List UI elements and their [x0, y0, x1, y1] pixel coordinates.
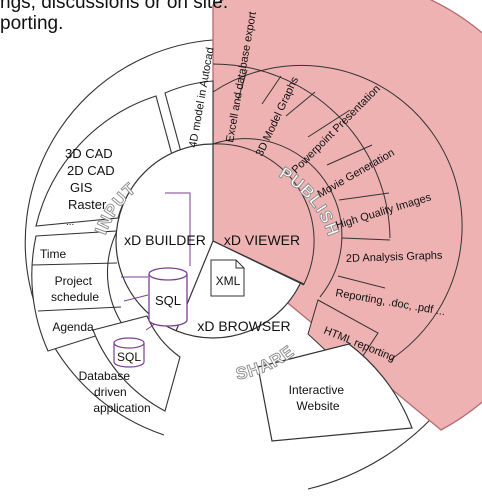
- viewer-quadrant: [212, 143, 315, 285]
- viewer-label: xD VIEWER: [224, 232, 300, 248]
- cad-list: 3D CAD 2D CAD GIS Raster ...: [65, 146, 118, 228]
- builder-label: xD BUILDER: [124, 232, 206, 248]
- cad-item-4: Raster: [68, 197, 107, 212]
- database-label: Database driven application: [79, 369, 151, 415]
- cad-item-5: ...: [66, 217, 74, 228]
- agenda-divider: [37, 306, 122, 312]
- publish-sector: [212, 0, 482, 431]
- cad-item-3: GIS: [70, 180, 93, 195]
- hub-line-right: [212, 240, 305, 286]
- browser-label: xD BROWSER: [197, 318, 290, 334]
- db-sql-label: SQL: [117, 350, 141, 364]
- website-sector: [257, 343, 413, 442]
- website-label: Interactive Website: [289, 383, 348, 413]
- publish-label-2d-graphs: 2D Analysis Graphs: [346, 250, 443, 265]
- input-outer-ring: [24, 39, 214, 436]
- publish-arc-1: [212, 138, 343, 298]
- time-divider: [31, 262, 118, 266]
- db-sql-cylinder: [113, 337, 145, 368]
- publish-arc-3: [212, 63, 391, 239]
- caption-line-2: porting.: [0, 13, 64, 34]
- xml-label: XML: [216, 274, 241, 288]
- sql-cylinder: [148, 267, 188, 327]
- time-label: Time: [40, 247, 67, 261]
- publish-arc-2: [212, 64, 463, 361]
- cad-item-2: 2D CAD: [67, 163, 115, 178]
- agenda-label: Agenda: [52, 320, 94, 334]
- project-schedule-label: Project schedule: [51, 274, 99, 304]
- caption-line-1: ngs, discussions or on site.: [0, 0, 229, 13]
- xml-document-icon: [210, 259, 245, 297]
- cad-item-1: 3D CAD: [65, 146, 113, 161]
- sql-label: SQL: [155, 293, 181, 308]
